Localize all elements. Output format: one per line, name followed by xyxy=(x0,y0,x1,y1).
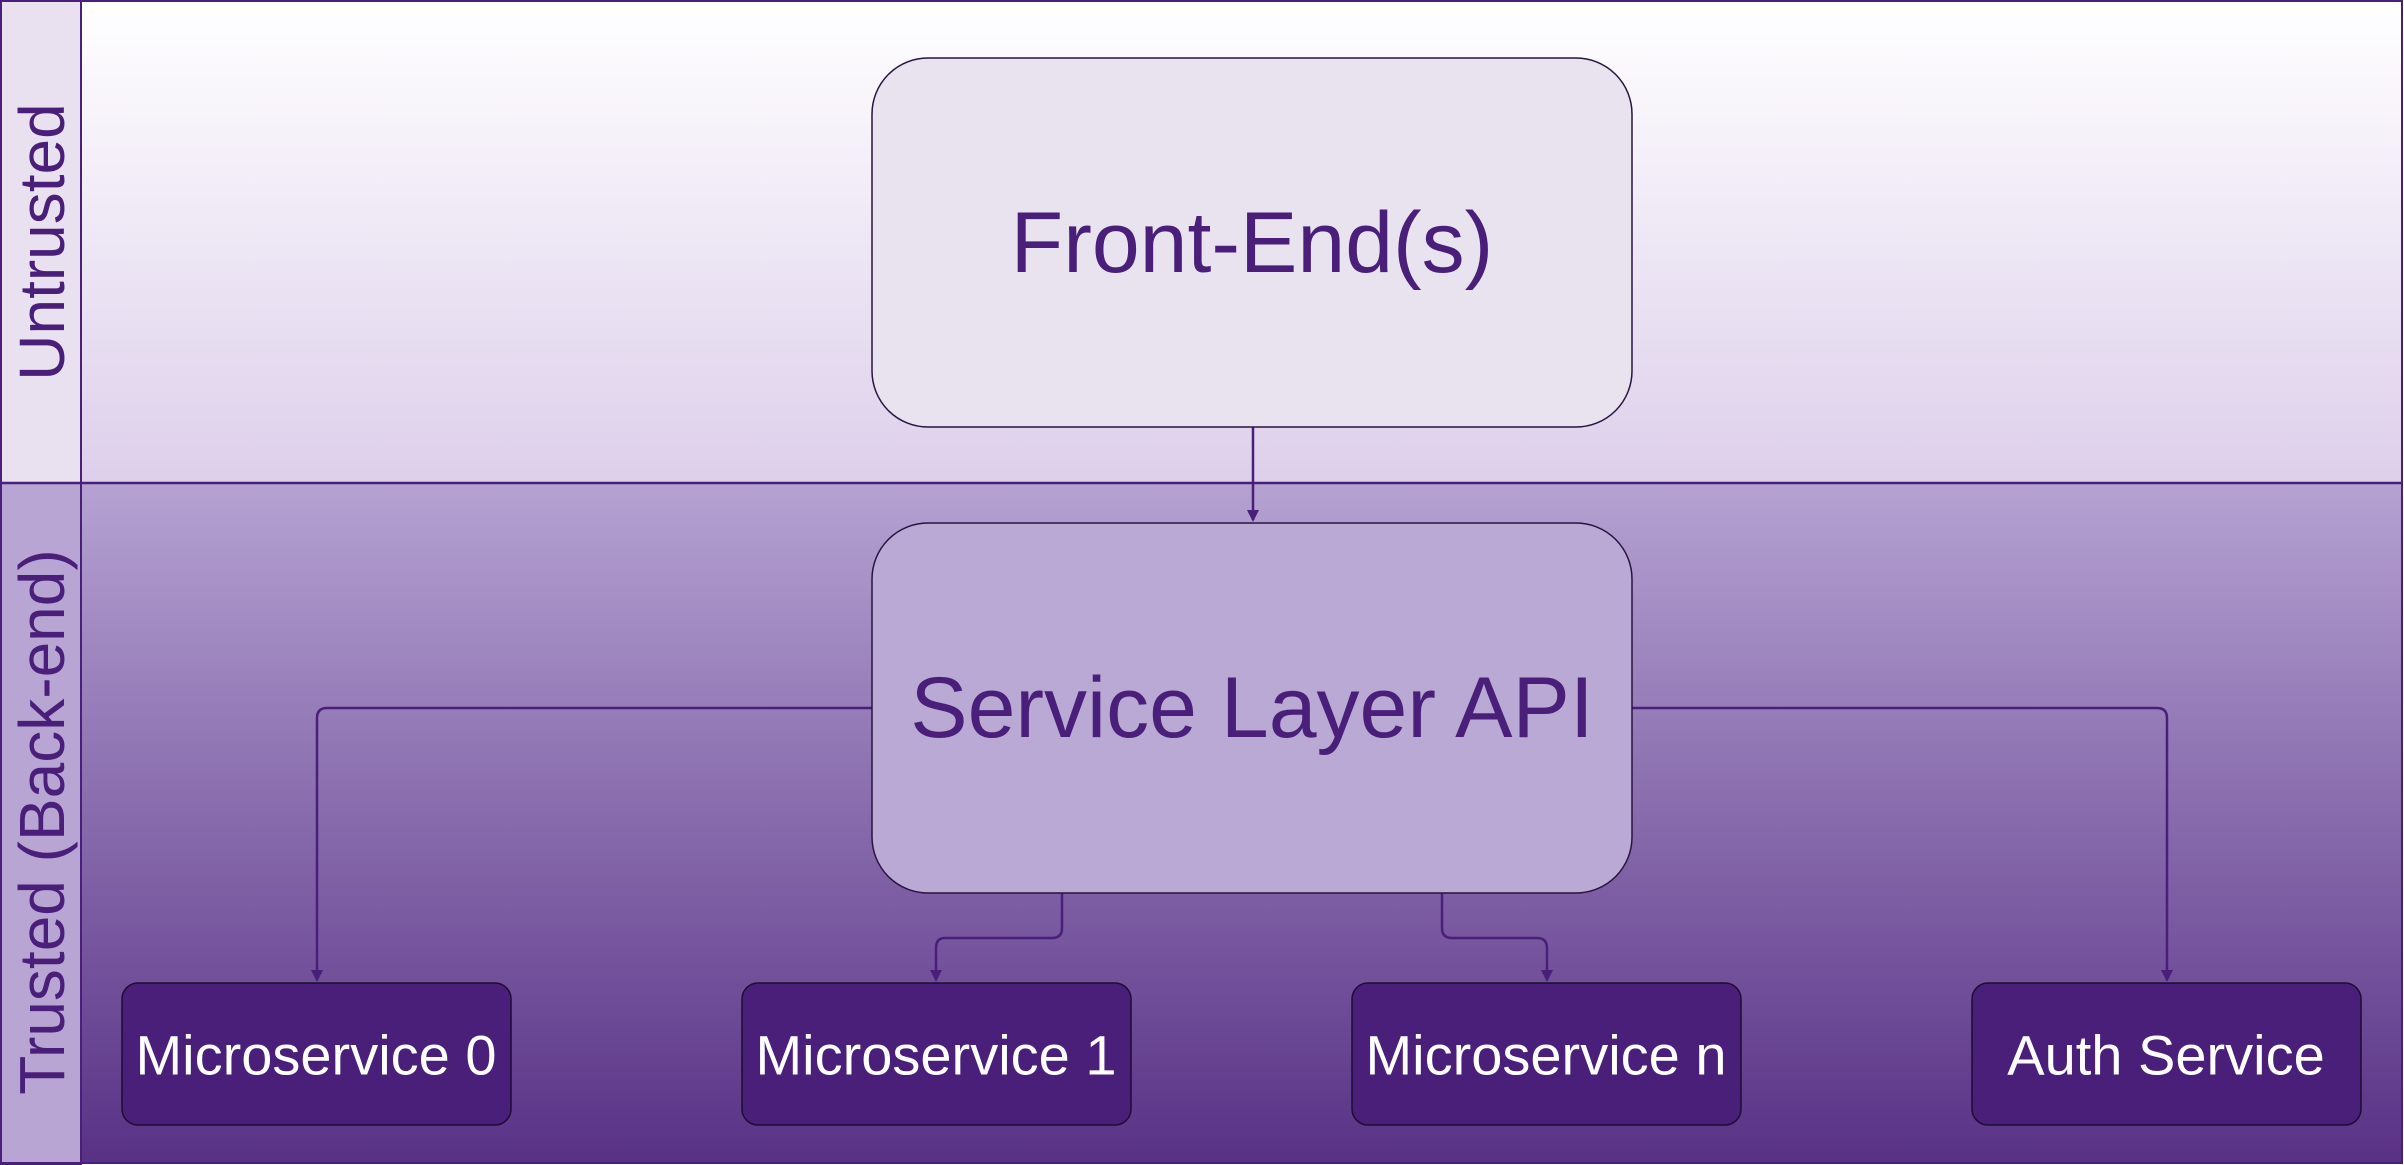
auth-service-node[interactable]: Auth Service xyxy=(1971,982,2362,1126)
microservice-n-node[interactable]: Microservice n xyxy=(1351,982,1742,1126)
microservice-0-node[interactable]: Microservice 0 xyxy=(121,982,512,1126)
microservice-n-label: Microservice n xyxy=(1366,1024,1727,1087)
microservice-1-box xyxy=(741,982,1132,1126)
service-layer-label: Service Layer API xyxy=(910,660,1594,756)
auth-service-box xyxy=(1971,982,2362,1126)
trusted-lane-label: Trusted (Back-end) xyxy=(6,549,78,1094)
microservice-0-label: Microservice 0 xyxy=(136,1024,497,1087)
service-layer-box xyxy=(871,522,1633,894)
untrusted-lane-label-strip xyxy=(0,0,82,484)
frontend-node[interactable]: Front-End(s) xyxy=(871,57,1633,428)
connector-service-layer-to-microservice-1 xyxy=(930,893,1064,982)
microservice-0-box xyxy=(121,982,512,1126)
untrusted-lane-label: Untrusted xyxy=(6,103,78,380)
frontend-label: Front-End(s) xyxy=(1011,195,1494,291)
microservice-1-node[interactable]: Microservice 1 xyxy=(741,982,1132,1126)
service-layer-node[interactable]: Service Layer API xyxy=(871,522,1633,894)
connector-service-layer-to-microservice-n xyxy=(1440,893,1553,982)
connector-service-layer-to-auth-service xyxy=(1632,706,2173,982)
connector-service-layer-to-microservice-0 xyxy=(311,706,872,982)
microservice-n-box xyxy=(1351,982,1742,1126)
frontend-box xyxy=(871,57,1633,428)
auth-service-label: Auth Service xyxy=(2007,1024,2325,1087)
connectors xyxy=(311,427,2173,982)
microservice-1-label: Microservice 1 xyxy=(756,1024,1117,1087)
